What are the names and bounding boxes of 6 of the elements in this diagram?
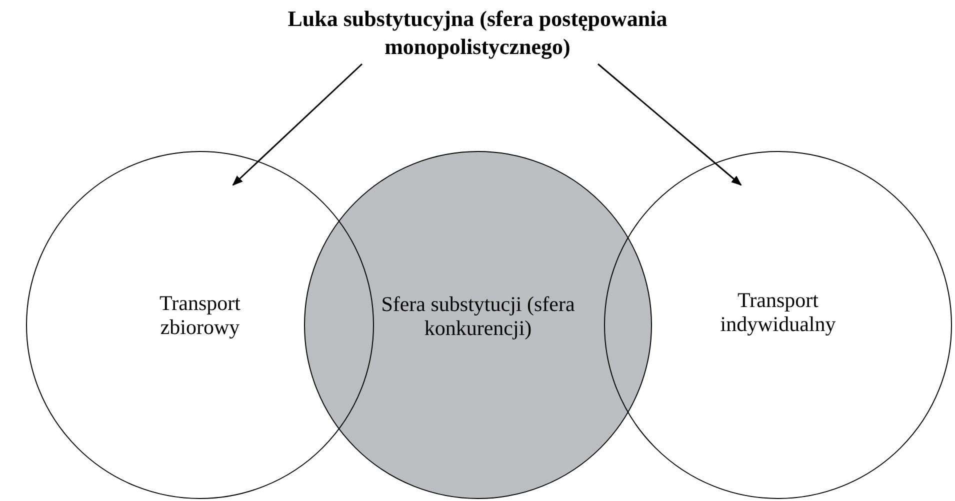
arrow xyxy=(598,63,742,186)
circle-label: Sfera substytucji (sfera konkurencji) xyxy=(380,292,576,340)
circle-label: Transport zbiorowy xyxy=(158,291,242,339)
arrow xyxy=(232,63,363,186)
circle-label: Transport indywidualny xyxy=(719,288,837,336)
heading: Luka substytucyjna (sfera postępowania monopolistycznego) xyxy=(286,5,668,61)
